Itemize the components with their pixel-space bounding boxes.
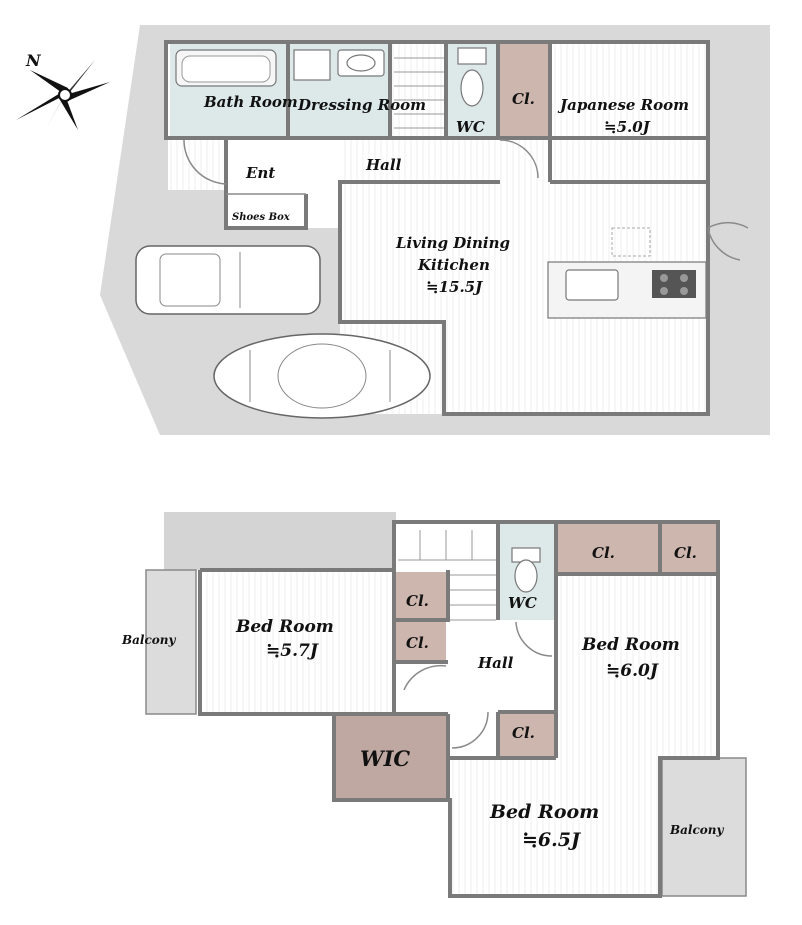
- wc-label: WC: [456, 118, 485, 136]
- bath-room-label: Bath Room: [203, 93, 298, 111]
- north-label: N: [25, 51, 42, 70]
- ldk-size: ≒15.5J: [426, 278, 483, 296]
- balcony-left-area: [145, 569, 197, 715]
- dressing-room-label: Dressing Room: [297, 96, 426, 114]
- shoes-box-label: Shoes Box: [232, 212, 291, 223]
- wic-label: WIC: [360, 746, 410, 771]
- bed-room-right-label: Bed Room: [581, 635, 680, 655]
- compass-icon: [16, 60, 110, 130]
- closet-label-4: Cl.: [674, 544, 697, 562]
- bed-room-bottom-label: Bed Room: [489, 801, 599, 823]
- wic-area: [334, 714, 446, 800]
- second-floor: [145, 512, 747, 898]
- closet-label-2: Cl.: [406, 634, 429, 652]
- closet-label-3: Cl.: [592, 544, 615, 562]
- ldk-label-line2: Kitichen: [417, 256, 490, 274]
- ldk-label-line1: Living Dining: [395, 234, 510, 252]
- balcony-right-area: [661, 757, 747, 897]
- bed-room-right-size: ≒6.0J: [606, 661, 659, 681]
- balcony-right-label: Balcony: [669, 823, 725, 837]
- closet-label-1: Cl.: [406, 592, 429, 610]
- hall-label: Hall: [365, 156, 402, 174]
- closet-label-5: Cl.: [512, 724, 535, 742]
- closet-label: Cl.: [512, 90, 535, 108]
- hall-label-2f: Hall: [477, 654, 514, 672]
- car-icon: [213, 333, 431, 419]
- bed-room-left-label: Bed Room: [235, 617, 334, 637]
- bed-room-bottom-size: ≒6.5J: [522, 829, 582, 851]
- entrance-label: Ent: [245, 164, 275, 182]
- first-floor: [100, 25, 770, 435]
- japanese-room-label: Japanese Room: [557, 96, 689, 114]
- second-floor-roof: [164, 512, 396, 570]
- closet-area: [500, 44, 550, 138]
- bed-room-left-size: ≒5.7J: [266, 641, 319, 661]
- car-icon: [135, 245, 321, 315]
- wc-label-2f: WC: [508, 594, 537, 612]
- balcony-left-label: Balcony: [121, 633, 177, 647]
- japanese-room-size: ≒5.0J: [604, 118, 651, 136]
